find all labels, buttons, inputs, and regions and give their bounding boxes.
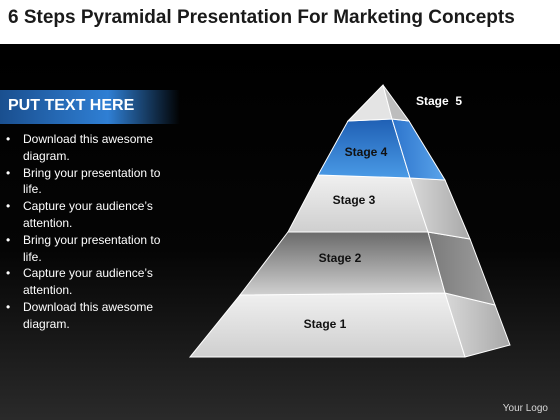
bullet-item: Bring your presentation to life. (4, 232, 174, 266)
bullet-item: Download this awesome diagram. (4, 131, 174, 165)
text-heading: PUT TEXT HERE (8, 97, 135, 114)
stage-2-label: Stage 2 (319, 251, 362, 265)
slide-title: 6 Steps Pyramidal Presentation For Marke… (8, 7, 515, 28)
stage-4-label: Stage 4 (345, 145, 388, 159)
stage-1-label: Stage 1 (304, 317, 347, 331)
logo-text: Your Logo (502, 403, 548, 414)
bullet-item: Bring your presentation to life. (4, 165, 174, 199)
bullet-list: Download this awesome diagram. Bring you… (4, 131, 174, 333)
stage-3-label: Stage 3 (333, 193, 376, 207)
bullet-item: Capture your audience’s attention. (4, 198, 174, 232)
text-heading-bar (0, 90, 180, 124)
stage-5-label: Stage 5 (416, 94, 462, 108)
bullet-item: Capture your audience’s attention. (4, 265, 174, 299)
bullet-item: Download this awesome diagram. (4, 299, 174, 333)
stage-5-side-face (382, 84, 411, 122)
title-bar: 6 Steps Pyramidal Presentation For Marke… (0, 0, 560, 44)
